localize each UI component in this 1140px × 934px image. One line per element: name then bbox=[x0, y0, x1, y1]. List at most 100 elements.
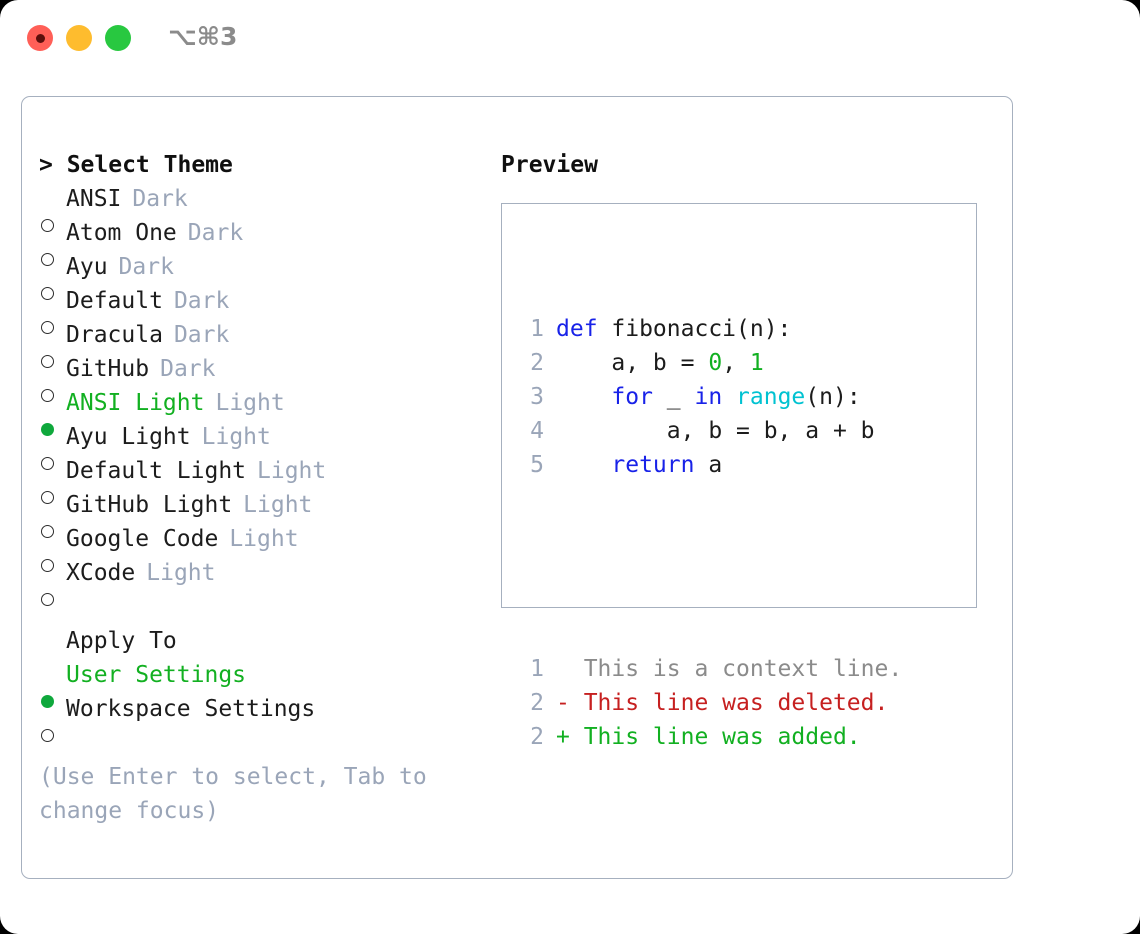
code-line: 2 a, b = 0, 1 bbox=[514, 346, 902, 380]
theme-option-kind: Light bbox=[215, 390, 285, 416]
select-theme-header: > Select Theme bbox=[39, 152, 233, 178]
theme-option-google-code[interactable]: Google Code Light bbox=[39, 522, 499, 572]
theme-option-kind: Dark bbox=[118, 254, 174, 280]
theme-option-ayu-light[interactable]: Ayu Light Light bbox=[39, 420, 499, 470]
minimize-button[interactable] bbox=[66, 25, 92, 51]
diff-line-text: + This line was added. bbox=[556, 724, 861, 750]
theme-option-ansi-light[interactable]: ANSI Light Light bbox=[39, 386, 499, 436]
theme-option-ayu[interactable]: Ayu Dark bbox=[39, 250, 499, 300]
theme-option-ansi[interactable]: ANSI Dark bbox=[39, 182, 499, 232]
theme-option-label: Ayu Light bbox=[66, 424, 191, 450]
code-token-kw: return bbox=[611, 452, 695, 478]
theme-option-kind: Dark bbox=[132, 186, 188, 212]
diff-line-number: 2 bbox=[530, 690, 544, 716]
theme-option-label: Ayu bbox=[66, 254, 108, 280]
keyboard-hint: (Use Enter to select, Tab to change focu… bbox=[39, 764, 441, 824]
diff-line-number: 1 bbox=[530, 656, 544, 682]
code-token-fn: range bbox=[736, 384, 806, 410]
zoom-button[interactable] bbox=[105, 25, 131, 51]
theme-option-kind: Light bbox=[146, 560, 216, 586]
diff-line-del: 2 - This line was deleted. bbox=[514, 686, 902, 720]
code-line-number: 4 bbox=[530, 418, 544, 444]
theme-option-dracula[interactable]: Dracula Dark bbox=[39, 318, 499, 368]
apply-to-option-user-settings[interactable]: User Settings bbox=[39, 658, 499, 708]
code-line-number: 5 bbox=[530, 452, 544, 478]
code-line: 1 def fibonacci(n): bbox=[514, 312, 902, 346]
traffic-lights bbox=[27, 25, 131, 51]
shortcut-label: ⌥⌘3 bbox=[168, 22, 238, 51]
code-line-number: 3 bbox=[530, 384, 544, 410]
code-line-text: a, b = 0, 1 bbox=[556, 346, 764, 380]
code-line-text: def fibonacci(n): bbox=[556, 312, 791, 346]
code-token-kw: def bbox=[556, 316, 612, 342]
preview-title: Preview bbox=[501, 152, 598, 178]
diff-line-text: - This line was deleted. bbox=[556, 690, 889, 716]
code-line-number: 1 bbox=[530, 316, 544, 342]
theme-option-xcode[interactable]: XCode Light bbox=[39, 556, 499, 606]
code-diff-separator bbox=[514, 550, 902, 584]
code-token-plain: (n): bbox=[805, 384, 861, 410]
code-line-text: return a bbox=[556, 448, 722, 482]
code-token-plain bbox=[556, 452, 611, 478]
code-token-num: 0 bbox=[708, 350, 723, 376]
theme-option-label: Atom One bbox=[66, 220, 177, 246]
diff-line-ctx: 1 This is a context line. bbox=[514, 652, 902, 686]
code-token-kw: in bbox=[694, 384, 723, 410]
apply-to-title: Apply To bbox=[66, 628, 177, 654]
code-line: 5 return a bbox=[514, 448, 902, 482]
code-token-plain: a bbox=[694, 452, 723, 478]
title-bar: ⌥⌘3 bbox=[0, 0, 1140, 78]
code-token-plain: fibonacci(n): bbox=[611, 316, 792, 342]
theme-option-kind: Dark bbox=[160, 356, 216, 382]
theme-option-atom-one[interactable]: Atom One Dark bbox=[39, 216, 499, 266]
code-line: 4 a, b = b, a + b bbox=[514, 414, 902, 448]
theme-option-label: GitHub Light bbox=[66, 492, 233, 518]
code-token-plain: , bbox=[722, 350, 750, 376]
code-token-plain bbox=[556, 384, 611, 410]
apply-to-option-label: User Settings bbox=[66, 662, 247, 688]
theme-option-kind: Light bbox=[229, 526, 299, 552]
theme-option-label: XCode bbox=[66, 560, 136, 586]
diff-line-add: 2 + This line was added. bbox=[514, 720, 902, 754]
theme-option-kind: Light bbox=[257, 458, 327, 484]
code-token-plain: a, b = b, a + b bbox=[556, 418, 875, 444]
theme-option-label: Default Light bbox=[66, 458, 247, 484]
theme-option-kind: Light bbox=[243, 492, 313, 518]
diff-line-number: 2 bbox=[530, 724, 544, 750]
code-line-text: for _ in range(n): bbox=[556, 380, 861, 414]
code-token-plain: _ bbox=[652, 384, 695, 410]
theme-option-label: Dracula bbox=[66, 322, 163, 348]
code-token-num: 1 bbox=[749, 350, 764, 376]
code-line: 3 for _ in range(n): bbox=[514, 380, 902, 414]
theme-option-default[interactable]: Default Dark bbox=[39, 284, 499, 334]
close-button[interactable] bbox=[27, 25, 53, 51]
diff-line-text: This is a context line. bbox=[556, 656, 903, 682]
code-line-text: a, b = b, a + b bbox=[556, 414, 875, 448]
list-spacer bbox=[39, 590, 499, 624]
theme-option-label: Default bbox=[66, 288, 163, 314]
code-token-plain bbox=[722, 384, 736, 410]
theme-option-kind: Dark bbox=[173, 322, 230, 348]
theme-option-kind: Light bbox=[201, 424, 271, 450]
theme-option-label: Google Code bbox=[66, 526, 219, 552]
theme-option-github[interactable]: GitHub Dark bbox=[39, 352, 499, 402]
theme-option-default-light[interactable]: Default Light Light bbox=[39, 454, 499, 504]
code-token-kw: for bbox=[611, 384, 653, 410]
theme-option-github-light[interactable]: GitHub Light Light bbox=[39, 488, 499, 538]
theme-option-label: GitHub bbox=[66, 356, 150, 382]
code-line-number: 2 bbox=[530, 350, 544, 376]
theme-option-label: ANSI Light bbox=[66, 390, 205, 416]
apply-to-option-workspace-settings[interactable]: Workspace Settings bbox=[39, 692, 499, 742]
theme-option-kind: Dark bbox=[187, 220, 244, 246]
theme-option-kind: Dark bbox=[173, 288, 230, 314]
theme-option-label: ANSI bbox=[66, 186, 122, 212]
apply-to-option-label: Workspace Settings bbox=[66, 696, 316, 722]
